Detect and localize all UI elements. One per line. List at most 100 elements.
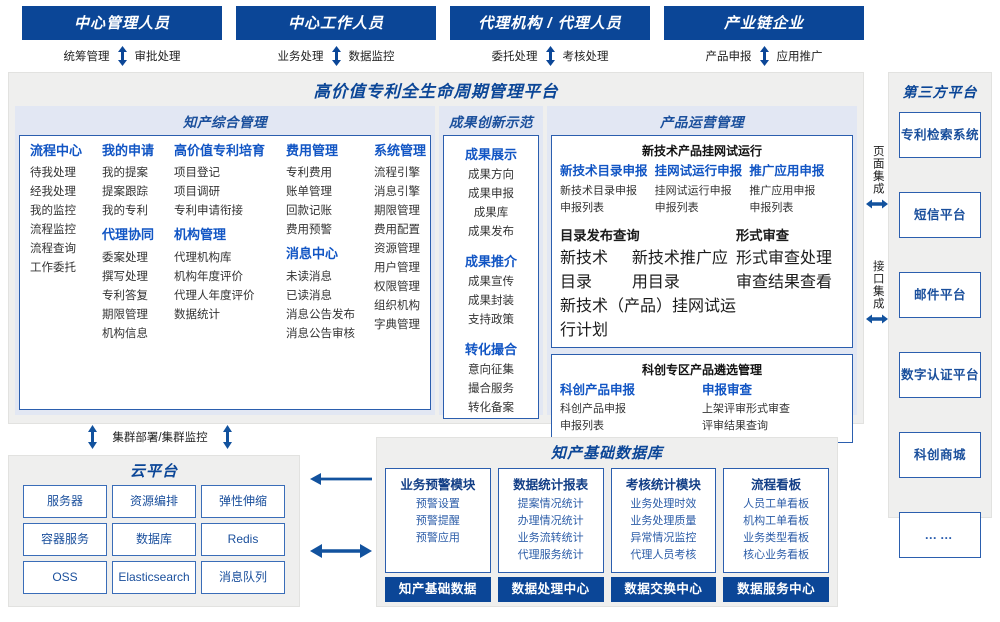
menu-item[interactable]: 业务处理时效 [630,498,697,510]
menu-item[interactable]: 委案处理 [102,251,148,264]
menu-item[interactable]: 待我处理 [30,167,76,180]
menu-item[interactable]: 成果封装 [468,295,514,307]
cloud-cell-mq[interactable]: 消息队列 [201,561,285,594]
menu-item[interactable]: 新技术推广应用目录 [631,249,728,291]
menu-item[interactable]: 代理机构库 [174,251,232,264]
cloud-cell-database[interactable]: 数据库 [112,523,196,556]
third-party-item-more[interactable]: …… [899,512,981,558]
cloud-cell-orchestration[interactable]: 资源编排 [112,485,196,518]
menu-item[interactable]: 机构信息 [102,327,148,340]
menu-item[interactable]: 预警设置 [415,498,460,510]
menu-item[interactable]: 期限管理 [102,308,148,321]
menu-item[interactable]: 评审结果查询 [702,420,768,433]
menu-item[interactable]: 申报列表 [560,420,604,433]
menu-item[interactable]: 成果申报 [468,188,514,200]
menu-item[interactable]: 新技术目录申报 [560,184,637,197]
menu-item[interactable]: 未读消息 [286,270,332,283]
menu-item[interactable]: 形式审查处理 [736,249,833,267]
database-footer-bar[interactable]: 数据处理中心 [497,577,604,602]
menu-item[interactable]: 代理人年度评价 [174,289,255,302]
menu-item[interactable]: 我的专利 [102,205,148,218]
menu-item[interactable]: 已读消息 [286,289,332,302]
cloud-cell-server[interactable]: 服务器 [23,485,107,518]
menu-item[interactable]: 人员工单看板 [743,498,810,510]
menu-item[interactable]: 预警提醒 [415,515,460,527]
menu-item[interactable]: 预警应用 [415,532,460,544]
third-party-item-digital-cert[interactable]: 数字认证平台 [899,352,981,398]
menu-item[interactable]: 消息引擎 [374,186,420,199]
cloud-cell-redis[interactable]: Redis [201,523,285,556]
menu-item[interactable]: 办理情况统计 [517,515,584,527]
menu-item[interactable]: 核心业务看板 [743,549,810,561]
menu-item[interactable]: 组织机构 [374,300,420,313]
cloud-cell-elasticsearch[interactable]: Elasticsearch [112,561,196,594]
database-title: 知产基础数据库 [550,445,663,462]
menu-item[interactable]: 新技术目录 [560,249,609,291]
menu-item[interactable]: 成果库 [473,207,509,219]
menu-item[interactable]: 费用配置 [374,224,420,237]
menu-item[interactable]: 消息公告发布 [286,308,355,321]
menu-item[interactable]: 回款记账 [286,205,332,218]
cloud-cell-autoscaling[interactable]: 弹性伸缩 [201,485,285,518]
menu-item[interactable]: 撮合服务 [468,383,514,395]
menu-item[interactable]: 我的提案 [102,167,148,180]
menu-item[interactable]: 费用预警 [286,224,332,237]
database-footer-bar[interactable]: 知产基础数据 [385,577,491,602]
menu-item[interactable]: 撰写处理 [102,270,148,283]
menu-item[interactable]: 申报列表 [654,201,699,214]
menu-item[interactable]: 用户管理 [374,262,420,275]
third-party-item-email[interactable]: 邮件平台 [899,272,981,318]
database-footer-bar[interactable]: 数据交换中心 [610,577,717,602]
menu-item[interactable]: 消息公告审核 [286,327,355,340]
menu-item[interactable]: 申报列表 [560,201,604,214]
zhichan-col-1: 我的申请 我的提案 提案跟踪 我的专利 代理协同 委案处理 撰写处理 专利答复 … [92,143,164,344]
menu-item[interactable]: 项目登记 [174,167,220,180]
menu-item[interactable]: 业务流转统计 [517,532,584,544]
cloud-cell-oss[interactable]: OSS [23,561,107,594]
menu-item[interactable]: 账单管理 [286,186,332,199]
menu-item[interactable]: 项目调研 [174,186,220,199]
menu-item[interactable]: 我的监控 [30,205,76,218]
menu-item[interactable]: 转化备案 [468,402,514,414]
menu-item[interactable]: 机构工单看板 [743,515,810,527]
menu-item[interactable]: 意向征集 [468,364,514,376]
menu-item[interactable]: 专利费用 [286,167,332,180]
menu-item[interactable]: 数据统计 [174,308,220,321]
third-party-item-patent-search[interactable]: 专利检索系统 [899,112,981,158]
menu-item[interactable]: 字典管理 [374,319,420,332]
menu-item[interactable]: 成果方向 [468,169,514,181]
menu-item[interactable]: 推广应用申报 [749,184,816,197]
menu-item[interactable]: 挂网试运行申报 [654,184,732,197]
menu-item[interactable]: 机构年度评价 [174,270,243,283]
menu-item[interactable]: 上架评审形式审查 [702,403,790,416]
menu-item[interactable]: 申报列表 [749,201,794,214]
menu-item[interactable]: 新技术（产品）挂网试运行计划 [560,297,737,339]
menu-item[interactable]: 权限管理 [374,281,420,294]
menu-item[interactable]: 代理人员考核 [630,549,697,561]
menu-item[interactable]: 科创产品申报 [560,403,626,416]
menu-item[interactable]: 成果宣传 [468,276,514,288]
third-party-item-sms[interactable]: 短信平台 [899,192,981,238]
menu-item[interactable]: 经我处理 [30,186,76,199]
menu-item[interactable]: 异常情况监控 [630,532,697,544]
menu-item[interactable]: 提案情况统计 [517,498,584,510]
menu-item[interactable]: 代理服务统计 [517,549,584,561]
menu-item[interactable]: 资源管理 [374,243,420,256]
cloud-cell-container[interactable]: 容器服务 [23,523,107,556]
menu-item[interactable]: 成果发布 [468,226,514,238]
menu-item[interactable]: 提案跟踪 [102,186,148,199]
menu-item[interactable]: 流程引擎 [374,167,420,180]
menu-item[interactable]: 流程查询 [30,243,76,256]
database-footer-bar[interactable]: 数据服务中心 [723,577,829,602]
menu-item[interactable]: 流程监控 [30,224,76,237]
chanpin-box-1: 科创专区产品遴选管理 科创产品申报 科创产品申报 申报列表 申报审查 上架评审形… [551,353,853,444]
menu-item[interactable]: 业务类型看板 [743,532,810,544]
menu-item[interactable]: 工作委托 [30,262,76,275]
menu-item[interactable]: 专利答复 [102,289,148,302]
menu-item[interactable]: 业务处理质量 [630,515,697,527]
menu-item[interactable]: 审查结果查看 [736,273,833,291]
third-party-item-mall[interactable]: 科创商城 [899,432,981,478]
menu-item[interactable]: 期限管理 [374,205,420,218]
menu-item[interactable]: 支持政策 [468,314,514,326]
menu-item[interactable]: 专利申请衔接 [174,205,243,218]
